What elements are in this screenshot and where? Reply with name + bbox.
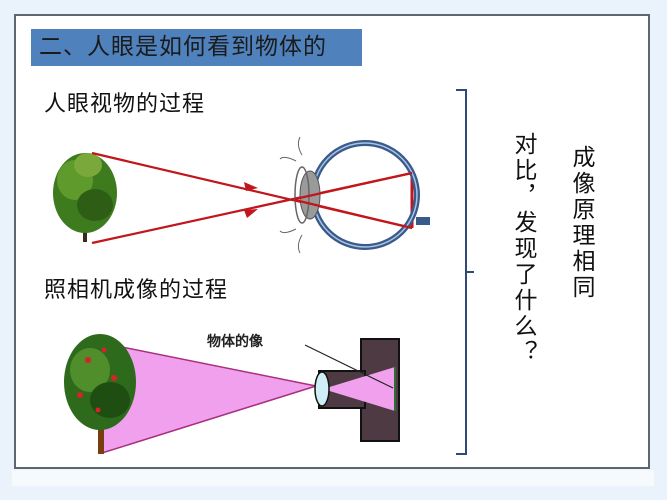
comparison-question: 对比，发现了什么？	[510, 132, 536, 366]
tree-with-fruit-icon	[64, 334, 136, 454]
camera-icon	[318, 338, 400, 442]
slide-title: 二、人眼是如何看到物体的	[31, 29, 362, 66]
camera-imaging-diagram	[64, 334, 400, 455]
grouping-bracket	[456, 89, 474, 455]
lens-icon	[314, 371, 330, 407]
camera-section-heading: 照相机成像的过程	[44, 278, 229, 303]
light-rays	[91, 151, 414, 245]
frame-shadow	[12, 470, 654, 486]
eye-section-heading: 人眼视物的过程	[44, 92, 206, 117]
eyeball-icon	[279, 136, 430, 254]
label-pointer	[304, 344, 394, 389]
image-label: 物体的像	[207, 334, 263, 350]
eye-vision-diagram	[53, 136, 430, 254]
light-cone	[101, 342, 317, 455]
tree-icon	[53, 153, 117, 242]
comparison-answer: 成像原理相同	[568, 145, 594, 301]
